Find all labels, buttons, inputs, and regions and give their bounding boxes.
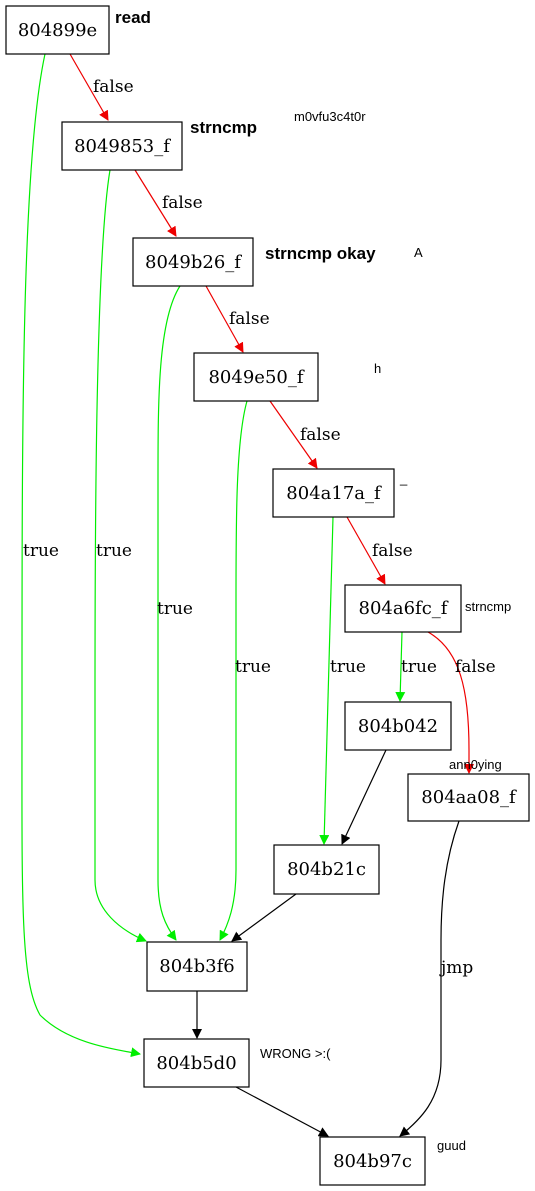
annotation-h: h xyxy=(374,361,381,376)
annotation-m0vfu3c4t0r: m0vfu3c4t0r xyxy=(294,109,366,124)
annotation-strncmp: strncmp xyxy=(190,118,257,137)
edge-label-false: false xyxy=(455,657,496,677)
edge-false-8049853-8049b26 xyxy=(134,169,177,237)
node-804a17a[interactable]: 804a17a_f xyxy=(272,468,395,518)
annotation-underscore: _ xyxy=(399,471,408,486)
edge-label-true: true xyxy=(157,599,193,619)
node-804b21c[interactable]: 804b21c xyxy=(273,844,380,895)
node-8049853[interactable]: 8049853_f xyxy=(61,121,183,171)
node-label: 804899e xyxy=(18,20,97,41)
node-label: 8049b26_f xyxy=(145,252,242,273)
node-label: 804b97c xyxy=(333,1151,412,1172)
node-label: 8049e50_f xyxy=(208,367,304,388)
edge-label-true: true xyxy=(96,541,132,561)
node-label: 8049853_f xyxy=(74,136,171,157)
edge-label-false: false xyxy=(229,309,270,329)
annotation-a: A xyxy=(414,245,423,260)
edge-label-false: false xyxy=(300,425,341,445)
edge-true-8049e50-804b3f6 xyxy=(219,400,248,941)
node-label: 804b21c xyxy=(287,859,366,880)
node-label: 804b042 xyxy=(358,716,438,737)
edge-label-true: true xyxy=(23,541,59,561)
annotation-guud: guud xyxy=(437,1138,466,1153)
edge-jmp-804aa08-804b97c xyxy=(399,820,460,1137)
edge-label-jmp: jmp xyxy=(439,958,473,978)
edge-false-804a6fc-804aa08 xyxy=(427,631,474,774)
edge-false-804a17a-804a6fc xyxy=(346,516,386,585)
node-8049b26[interactable]: 8049b26_f xyxy=(132,237,254,287)
edge-true-804a6fc-804b042 xyxy=(395,631,406,702)
annotation-strncmp: strncmp xyxy=(465,599,511,614)
annotation-ann0ying: ann0ying xyxy=(449,757,502,772)
node-804b97c[interactable]: 804b97c xyxy=(319,1136,426,1186)
node-8049e50[interactable]: 8049e50_f xyxy=(193,352,319,402)
node-804b3f6[interactable]: 804b3f6 xyxy=(146,941,248,992)
edge-true-804a17a-804b21c xyxy=(319,516,334,845)
node-804899e[interactable]: 804899e xyxy=(5,5,110,55)
node-804b5d0[interactable]: 804b5d0 xyxy=(143,1038,250,1088)
edge-label-true: true xyxy=(330,657,366,677)
edge-true-8049b26-804b3f6 xyxy=(157,285,181,941)
edge-label-true: true xyxy=(235,657,271,677)
annotation-strncmp-okay: strncmp okay xyxy=(265,244,376,263)
node-804aa08[interactable]: 804aa08_f xyxy=(407,773,530,822)
node-label: 804a17a_f xyxy=(286,483,382,504)
edge-label-true: true xyxy=(401,657,437,677)
edge-false-804899e-8049853 xyxy=(69,53,109,121)
edge-804b21c-804b3f6 xyxy=(231,893,297,942)
edge-false-8049e50-804a17a xyxy=(269,400,318,469)
edge-label-false: false xyxy=(162,193,203,213)
edge-true-8049853-804b3f6 xyxy=(94,169,147,943)
node-804b042[interactable]: 804b042 xyxy=(344,701,452,751)
node-label: 804b3f6 xyxy=(159,956,234,977)
node-label: 804a6fc_f xyxy=(359,598,449,619)
node-804a6fc[interactable]: 804a6fc_f xyxy=(344,584,462,633)
annotation-wrong: WRONG >:( xyxy=(260,1046,331,1061)
edge-label-false: false xyxy=(372,541,413,561)
edge-804b5d0-804b97c xyxy=(235,1086,329,1137)
annotation-read: read xyxy=(115,8,151,27)
node-label: 804b5d0 xyxy=(156,1053,236,1074)
edge-true-804899e-804b5d0 xyxy=(21,53,141,1058)
node-label: 804aa08_f xyxy=(421,787,517,808)
edge-false-8049b26-8049e50 xyxy=(205,285,244,353)
edge-804b042-804b21c xyxy=(341,749,387,845)
edge-label-false: false xyxy=(93,77,134,97)
